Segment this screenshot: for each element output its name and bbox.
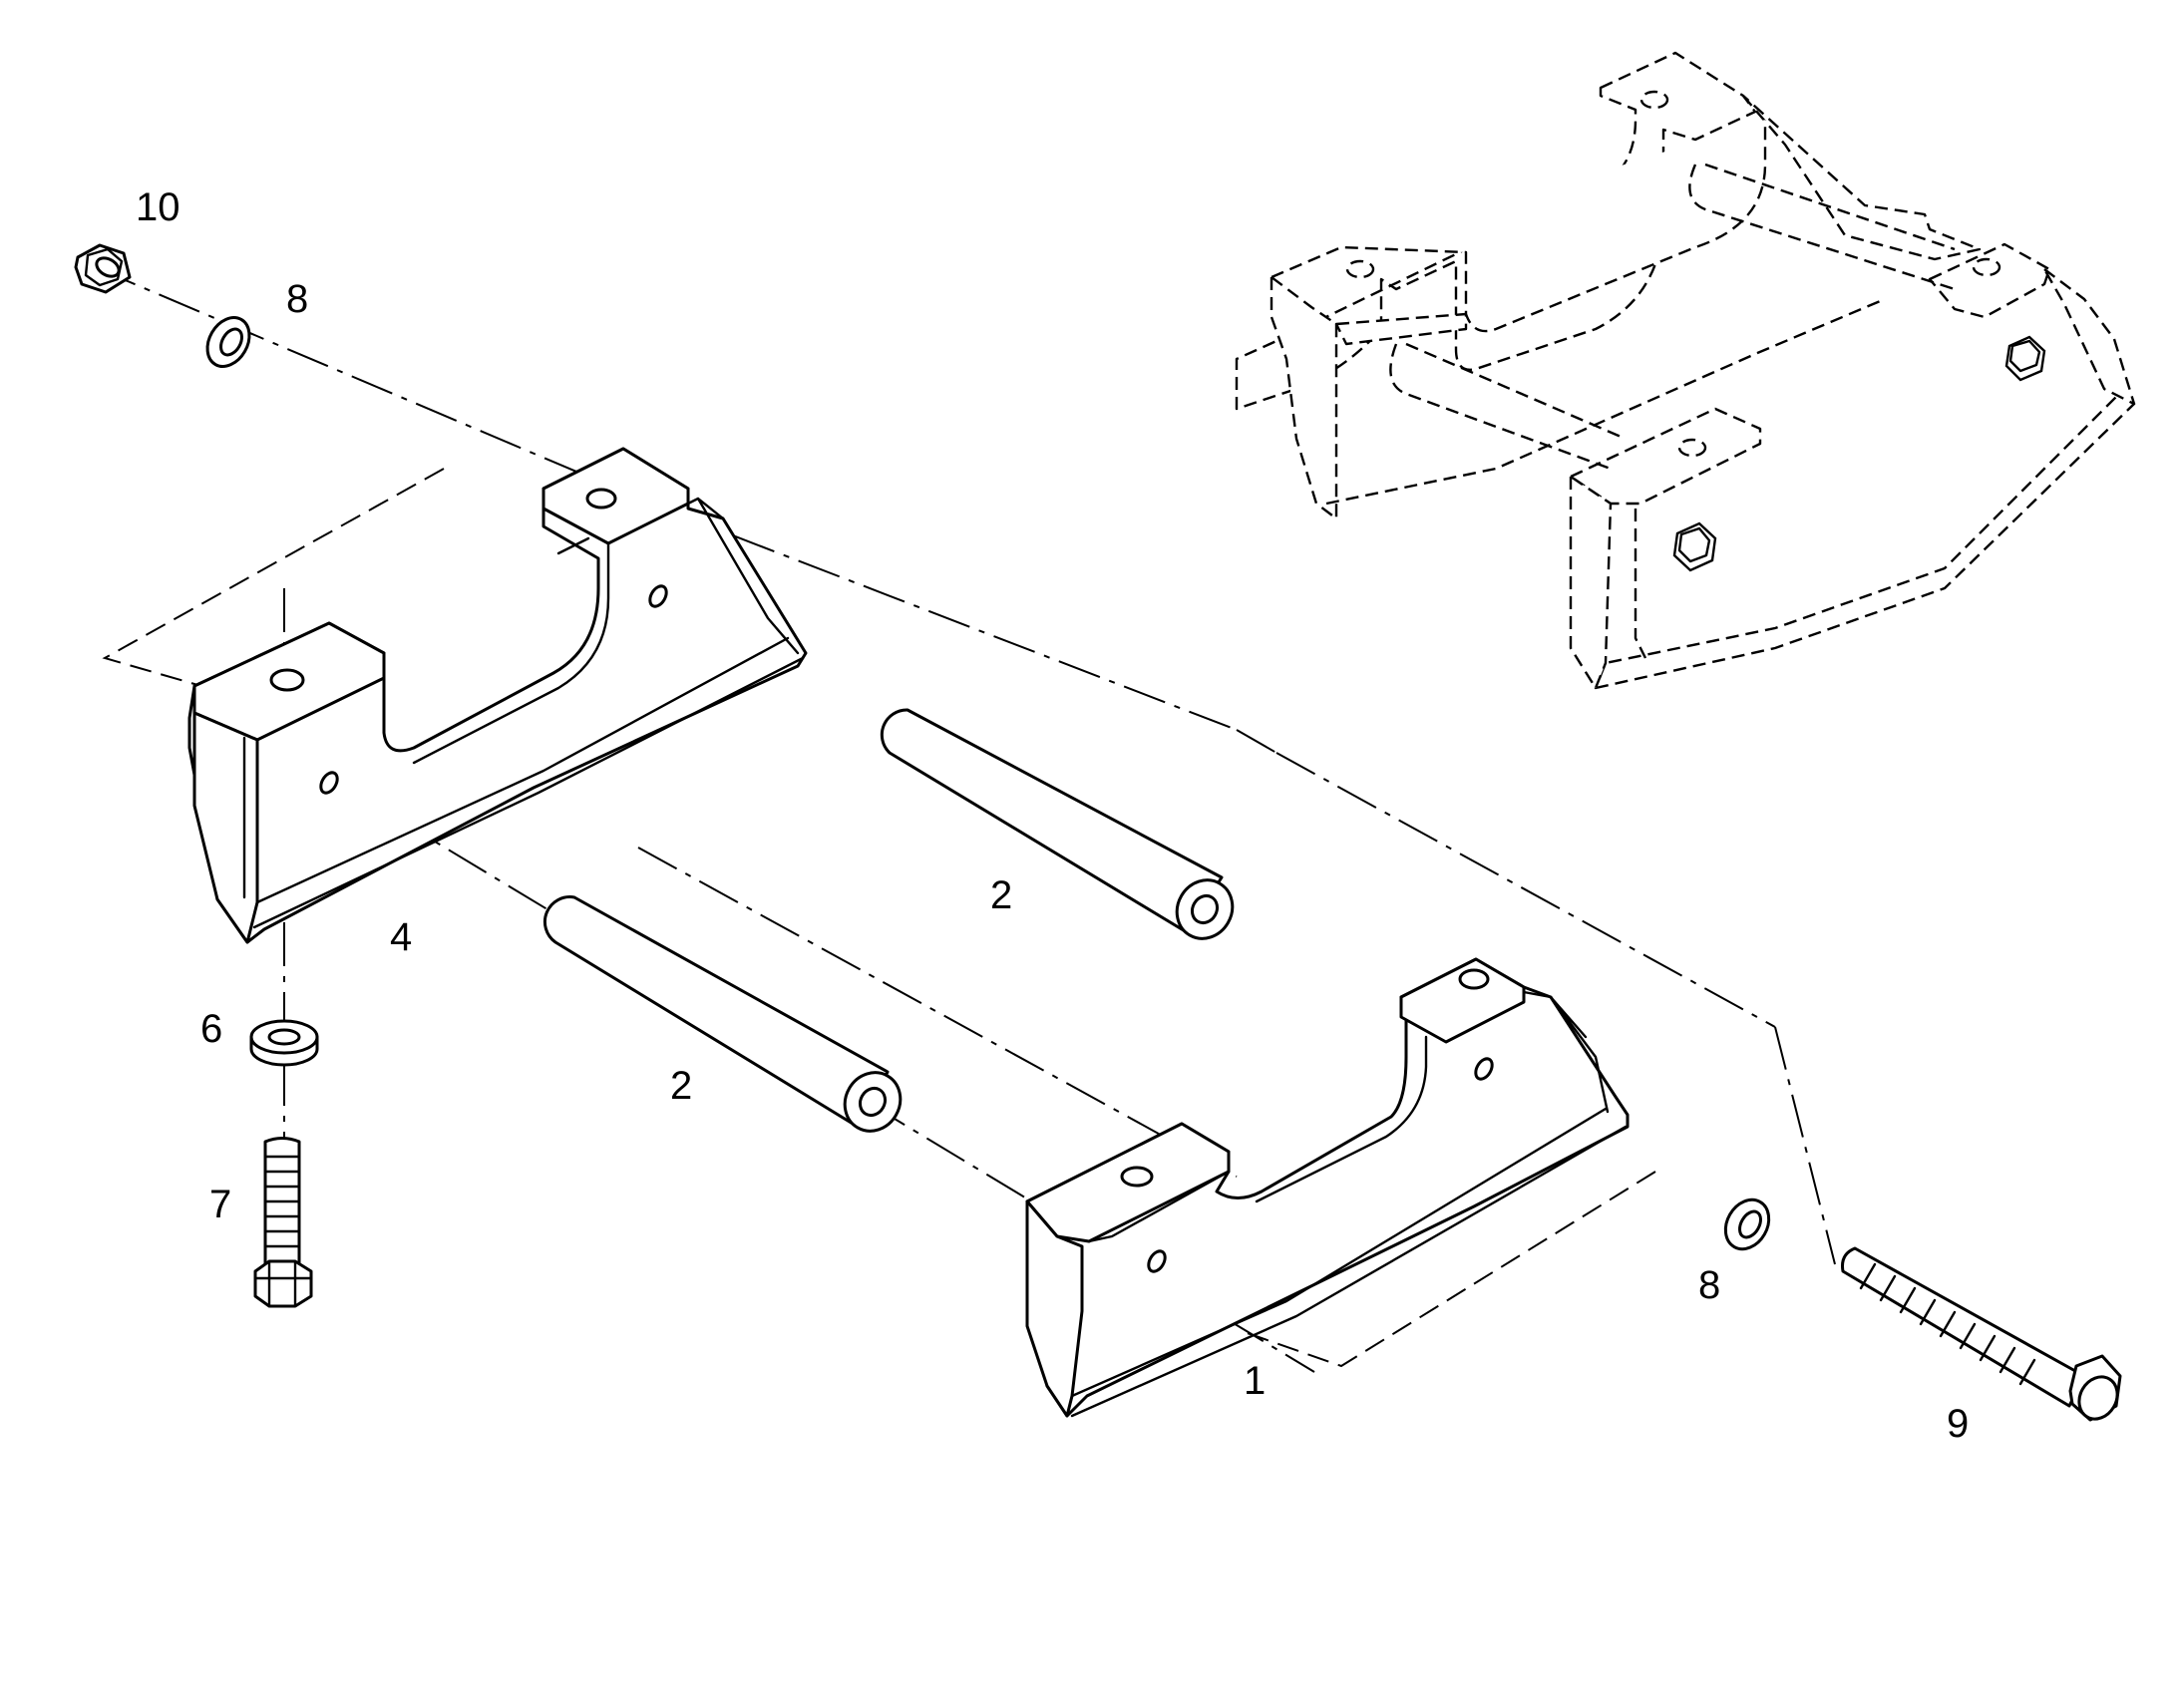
hex-nut-icon xyxy=(74,243,132,294)
assembled-front-bracket xyxy=(1271,120,1767,333)
bracket-1-curve-inner xyxy=(1070,1107,1608,1398)
assembled-hole-3 xyxy=(1972,257,2001,277)
hex-bolt-icon xyxy=(1841,1246,2122,1422)
spacer-tube-icon xyxy=(543,895,903,1133)
bracket-4-curve-inner xyxy=(255,636,790,904)
callout-10: 10 xyxy=(136,185,181,229)
bracket-icon xyxy=(187,447,808,944)
assembled-hole-1 xyxy=(1345,259,1375,279)
bracket-4-hole-side-1 xyxy=(319,771,339,795)
bracket-4-hole-side-2 xyxy=(648,584,668,608)
callout-2-upper: 2 xyxy=(990,873,1012,917)
assembled-right-block xyxy=(2042,267,2136,406)
bracket-1-inner-arm xyxy=(1255,1035,1428,1203)
bracket-1-upper-tab xyxy=(1399,957,1526,1044)
assembled-middle-inner xyxy=(1634,509,1647,659)
bracket-1-curve-outer xyxy=(1070,1125,1628,1418)
spacer-tube-upper-body xyxy=(880,708,1224,934)
hex-bolt-icon xyxy=(253,1137,313,1308)
bracket-icon xyxy=(1025,957,1630,1418)
bracket-4-upper-arm xyxy=(686,497,800,655)
assembled-tube-upper xyxy=(1688,163,1956,291)
bracket-4-hole-top xyxy=(269,668,305,692)
assembled-hole-4 xyxy=(1677,438,1707,458)
assembled-hole-2 xyxy=(1639,90,1669,110)
spacer-tube-lower-bore xyxy=(858,1086,888,1118)
washer-icon xyxy=(249,1019,319,1067)
assembled-right-tab xyxy=(1928,242,2051,319)
bracket-1-upper-arm xyxy=(1522,990,1610,1114)
callout-4: 4 xyxy=(390,915,412,959)
callout-6: 6 xyxy=(200,1007,222,1051)
assembled-rear-bracket-arm xyxy=(1741,94,1982,261)
callout-2-lower: 2 xyxy=(670,1064,692,1108)
hex-nut-icon xyxy=(1672,521,1717,572)
assembled-front-shoe xyxy=(1334,312,1468,346)
assembled-front-left-block xyxy=(1270,275,1338,520)
assembled-tube-lower xyxy=(1389,342,1627,471)
callout-9: 9 xyxy=(1947,1402,1969,1446)
bracket-4-body xyxy=(187,447,808,944)
bracket-1-hole-tab xyxy=(1458,968,1490,990)
bracket-1-hole-side-2 xyxy=(1474,1057,1494,1081)
callout-labels: 10 8 4 2 2 6 7 1 8 9 xyxy=(136,185,1969,1446)
bracket-4-front-face xyxy=(192,711,259,944)
callout-7: 7 xyxy=(209,1183,231,1226)
bracket-1-hole-top xyxy=(1120,1166,1154,1188)
callout-8-top: 8 xyxy=(286,277,308,321)
assembled-middle-block xyxy=(1569,475,1613,690)
bracket-1-hole-side-1 xyxy=(1147,1249,1167,1273)
assembled-front-curve xyxy=(1325,297,1886,506)
assembled-view xyxy=(1235,51,2136,690)
washer-icon xyxy=(205,316,251,368)
bracket-4-curve-outer xyxy=(252,656,805,929)
bracket-4-hole-tab xyxy=(585,488,617,510)
callout-8-right: 8 xyxy=(1698,1263,1720,1307)
spacer-tube-lower-body xyxy=(543,895,890,1129)
spacer-tube-icon xyxy=(880,708,1235,940)
bracket-1-lower-tab xyxy=(1087,1170,1231,1243)
washer-icon xyxy=(1723,1197,1771,1251)
callout-1: 1 xyxy=(1244,1359,1266,1403)
spacer-tube-upper-bore xyxy=(1190,893,1220,925)
bracket-4-inner-arm xyxy=(412,536,610,765)
hex-nut-icon xyxy=(2004,335,2046,382)
